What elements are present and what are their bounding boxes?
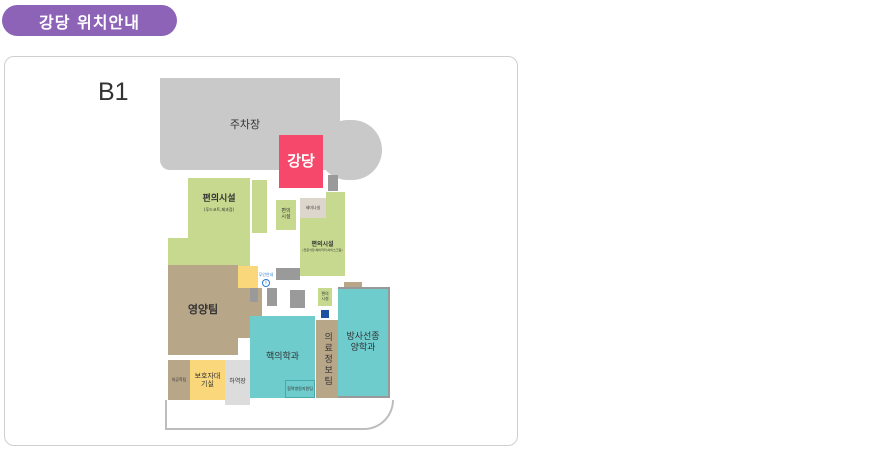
parking-area-round: [318, 120, 382, 180]
nuclear-medicine: 핵의학과: [250, 316, 315, 398]
clinic-support: 협력병원지원팀: [285, 380, 315, 398]
info-icon: i: [262, 279, 270, 287]
convenience-mid: 편의 시설: [276, 200, 296, 230]
convenience-left-sub: (푸드코트,제과점): [203, 206, 235, 212]
guardian-waiting: 보호자대기실: [190, 360, 225, 400]
convenience-right-sub: (전문식당,베이커리,아이스크림): [302, 247, 343, 252]
convenience-right-top: [326, 192, 345, 222]
page-title: 강당 위치안내: [2, 5, 177, 36]
parking-label: 주차장: [229, 117, 261, 131]
elevator-icon: [250, 288, 258, 302]
seminar-room: 세미나실: [300, 198, 326, 218]
medical-info-team: 의료정보팀: [316, 320, 338, 398]
shop-small: 편의 시설: [318, 288, 332, 306]
floor-label: B1: [98, 78, 129, 106]
elevator-icon: [290, 290, 305, 308]
convenience-left: [188, 178, 250, 268]
restroom-icon: [328, 175, 338, 191]
small-room: [251, 180, 267, 233]
nutrition-team: 영양팀: [168, 265, 238, 355]
auditorium-highlight[interactable]: 강당: [279, 135, 323, 188]
yellow-room: [238, 266, 258, 288]
convenience-right-label: 편의시설: [311, 240, 334, 248]
loading-dock: 하역장: [225, 360, 250, 405]
accessibility-icon: [321, 310, 329, 318]
outer-wall: [165, 400, 394, 430]
kiosk-label: 무인안내: [258, 271, 274, 277]
radiation-oncology: 방사선종양학과: [338, 287, 390, 398]
convenience-left-label: 편의시설: [202, 193, 236, 204]
floor-map-card: [4, 56, 518, 446]
elevator-icon: [267, 288, 277, 306]
biomedical-team: 의공학팀: [168, 360, 190, 400]
elevator-icon: [276, 268, 300, 280]
convenience-left-ext: [168, 238, 198, 268]
convenience-right: 편의시설 (전문식당,베이커리,아이스크림): [300, 218, 345, 276]
